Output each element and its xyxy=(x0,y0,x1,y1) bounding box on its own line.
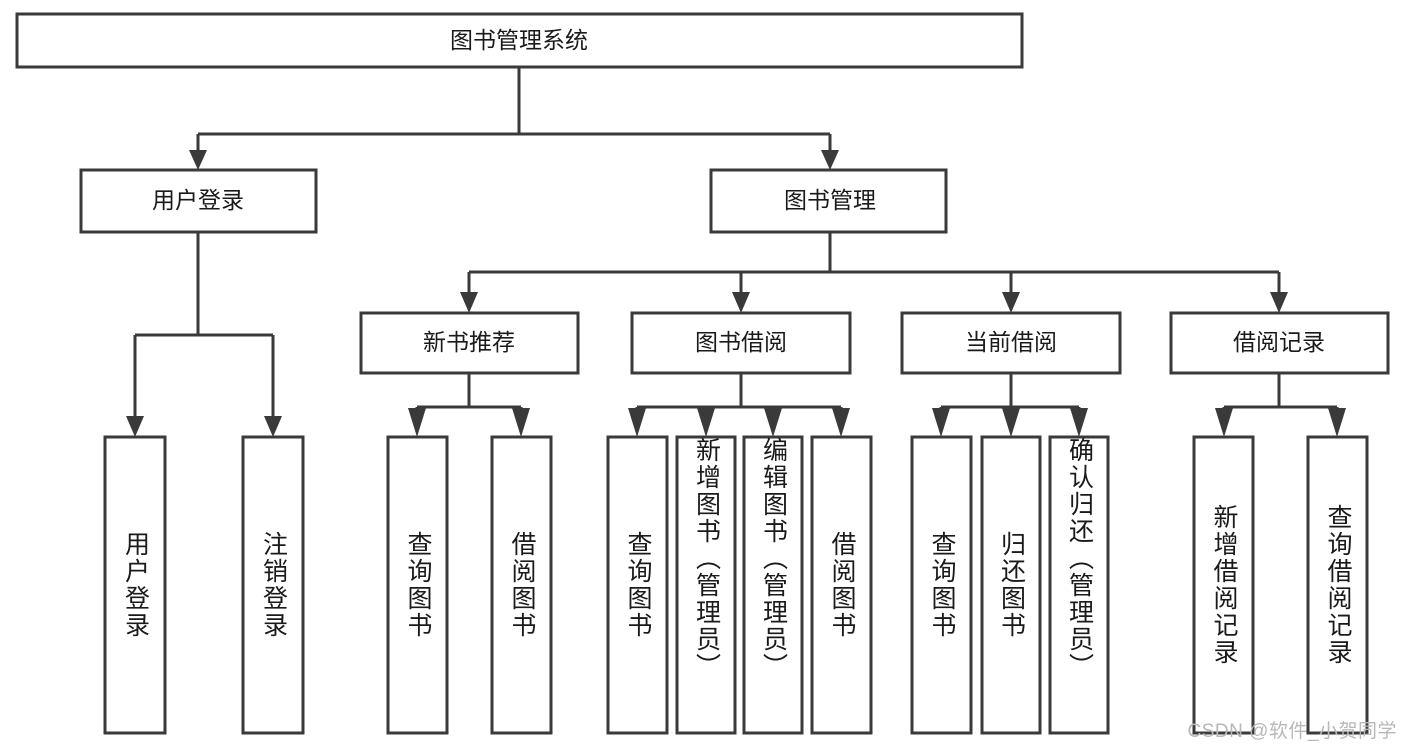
node-box-book-borrow[interactable] xyxy=(630,311,852,375)
edges-borrowrecord-to-leaves xyxy=(1215,373,1346,437)
edges-bookmanage-to-level3 xyxy=(460,232,1288,313)
leaf-box-query-record[interactable] xyxy=(1306,435,1369,735)
arrowhead-leaf-logout xyxy=(264,416,282,437)
node-label-current-borrow: 当前借阅 xyxy=(965,329,1057,355)
leaf-box-add-book[interactable] xyxy=(675,435,737,735)
arrowhead-leaf-add-book xyxy=(697,408,715,437)
leaf-box-query-book-3[interactable] xyxy=(910,435,973,735)
node-label-book-manage: 图书管理 xyxy=(784,187,876,213)
node-box-user-login[interactable] xyxy=(79,168,318,234)
arrowhead-leaf-borrow-book-1 xyxy=(512,408,530,437)
arrowhead-leaf-query-book-3 xyxy=(932,408,950,437)
leaf-box-edit-book[interactable] xyxy=(742,435,804,735)
node-box-borrow-record[interactable] xyxy=(1169,311,1390,375)
arrowhead-leaf-user-login xyxy=(126,416,144,437)
edges-userlogin-to-leaves xyxy=(126,232,282,437)
node-label-book-borrow: 图书借阅 xyxy=(695,329,787,355)
leaf-box-borrow-book-2[interactable] xyxy=(810,435,873,735)
leaf-box-return-book[interactable] xyxy=(980,435,1042,735)
arrowhead-leaf-query-record xyxy=(1328,408,1346,437)
leaf-box-add-record[interactable] xyxy=(1192,435,1255,735)
node-box-root[interactable] xyxy=(15,12,1024,69)
edges-bookborrow-to-leaves xyxy=(628,373,850,437)
arrowhead-to-book-manage xyxy=(821,150,839,170)
arrowhead-leaf-add-record xyxy=(1215,408,1233,437)
edges-root-to-level2 xyxy=(189,67,839,170)
arrowhead-to-new-book-recommend xyxy=(460,292,478,313)
arrowhead-to-user-login xyxy=(189,150,207,170)
node-label-new-book-recommend: 新书推荐 xyxy=(423,329,515,355)
node-label-borrow-record: 借阅记录 xyxy=(1233,329,1325,355)
node-box-new-book-recommend[interactable] xyxy=(359,311,580,375)
arrowhead-leaf-query-book-2 xyxy=(628,408,646,437)
arrowhead-to-book-borrow xyxy=(732,292,750,313)
arrowhead-leaf-return-book xyxy=(1002,408,1020,437)
edges-newbook-to-leaves xyxy=(408,373,530,437)
node-box-book-manage[interactable] xyxy=(709,168,948,234)
arrowhead-leaf-borrow-book-2 xyxy=(832,408,850,437)
csdn-watermark: CSDN @软件_小贺同学 xyxy=(1187,721,1397,742)
node-label-root: 图书管理系统 xyxy=(450,27,588,53)
arrowhead-leaf-query-book-1 xyxy=(408,408,426,437)
leaf-box-query-book-1[interactable] xyxy=(386,435,449,735)
edges-currentborrow-to-leaves xyxy=(932,373,1088,437)
leaf-box-logout[interactable] xyxy=(241,435,305,735)
node-label-user-login: 用户登录 xyxy=(152,187,244,213)
arrowhead-leaf-edit-book xyxy=(764,408,782,437)
leaf-box-confirm-return[interactable] xyxy=(1048,435,1110,735)
arrowhead-to-current-borrow xyxy=(1002,292,1020,313)
leaf-box-user-login[interactable] xyxy=(103,435,167,735)
arrowhead-leaf-confirm-return xyxy=(1070,408,1088,437)
leaf-box-borrow-book-1[interactable] xyxy=(490,435,553,735)
arrowhead-to-borrow-record xyxy=(1270,292,1288,313)
node-box-current-borrow[interactable] xyxy=(900,311,1122,375)
leaf-box-query-book-2[interactable] xyxy=(606,435,669,735)
